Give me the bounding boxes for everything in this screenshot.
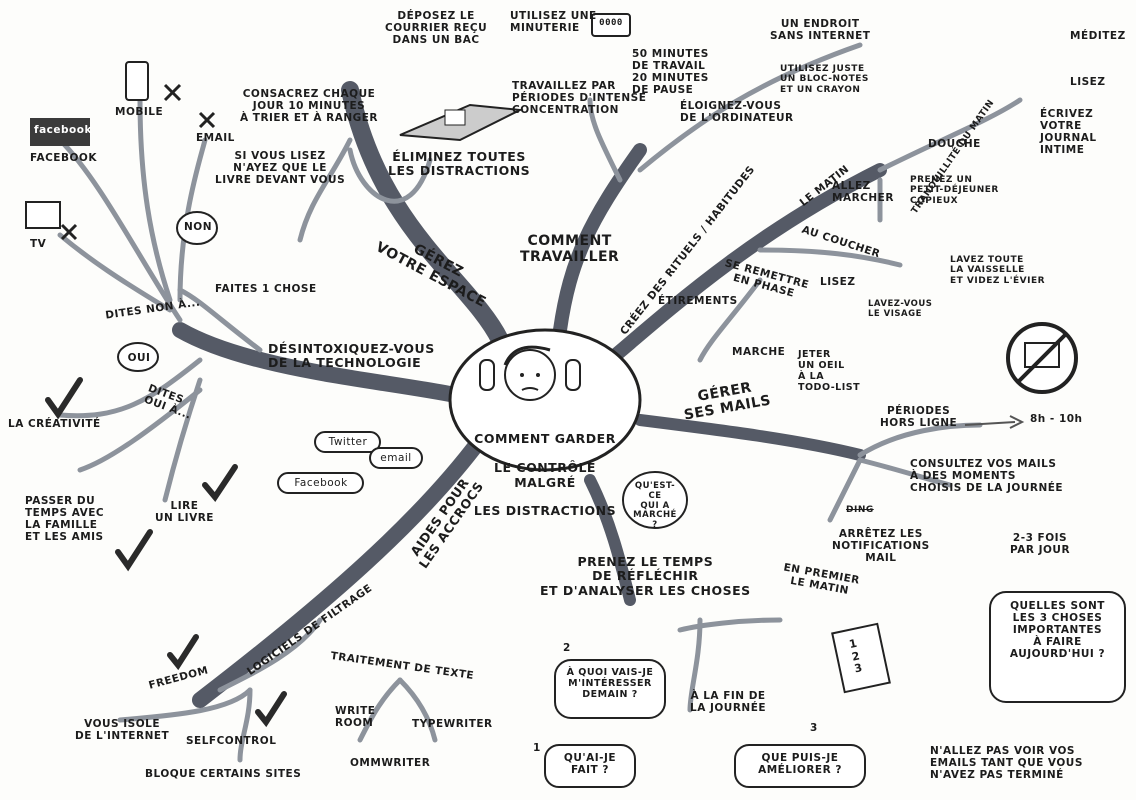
writeroom-label: WRITE ROOM xyxy=(335,705,376,730)
branch-desintox xyxy=(172,322,463,403)
que-puis-bubble: QUE PUIS-JE AMÉLIORER ? xyxy=(758,752,842,777)
faites-note: FAITES 1 CHOSE xyxy=(215,283,317,295)
question-bubble: QU'EST-CE QUI A MARCHÉ ? xyxy=(633,481,677,531)
periodes-label: PÉRIODES HORS LIGNE xyxy=(880,405,958,430)
a-la-fin-label: À LA FIN DE LA JOURNÉE xyxy=(690,690,767,715)
allez-marcher-label: ALLEZ MARCHER xyxy=(832,180,894,205)
marche-label: MARCHE xyxy=(732,346,786,358)
lire-label: LIRE UN LIVRE xyxy=(155,500,214,525)
petit-dej-label: PRENEZ UN PETIT-DÉJEUNER COPIEUX xyxy=(910,175,999,206)
email-label: EMAIL xyxy=(196,132,235,144)
bloc-label: UTILISEZ JUSTE UN BLOC-NOTES ET UN CRAYO… xyxy=(780,64,869,95)
branch-travailler xyxy=(553,143,647,337)
ding-label: DING xyxy=(846,505,874,515)
oui-bubble-text: OUI xyxy=(127,352,151,364)
lisez-coucher-label: LISEZ xyxy=(820,276,856,288)
deposez-note: DÉPOSEZ LE COURRIER REÇU DANS UN BAC xyxy=(385,10,488,47)
facebook-bubble: Facebook xyxy=(294,477,348,489)
branch-aides xyxy=(192,432,488,708)
fois-label: 2-3 FOIS PAR JOUR xyxy=(1010,532,1071,557)
endroit-label: UN ENDROIT SANS INTERNET xyxy=(770,18,871,43)
lisez-label: LISEZ xyxy=(1070,76,1106,88)
arretez-label: ARRÊTEZ LES NOTIFICATIONS MAIL xyxy=(832,528,930,565)
jeter-label: JETER UN OEIL À LA TODO-LIST xyxy=(798,349,861,393)
consultez-label: CONSULTEZ VOS MAILS À DES MOMENTS CHOISI… xyxy=(910,458,1064,495)
facebook-label: FACEBOOK xyxy=(30,152,97,164)
vous-isole-label: VOUS ISOLE DE L'INTERNET xyxy=(75,718,170,743)
horaire-label: 8h - 10h xyxy=(1030,413,1083,425)
phone-icon xyxy=(125,61,149,101)
center-title: COMMENT GARDER LE CONTRÔLE MALGRÉ LES DI… xyxy=(470,418,620,533)
cross-marks xyxy=(60,83,216,241)
ommwriter-label: OMMWRITER xyxy=(350,757,431,769)
nallez-label: N'ALLEZ PAS VOIR VOS EMAILS TANT QUE VOU… xyxy=(930,745,1083,782)
number-2: 2 xyxy=(563,642,571,654)
quelles-bubble: QUELLES SONT LES 3 CHOSES IMPORTANTES À … xyxy=(1009,600,1106,661)
no-computer-sign xyxy=(1006,322,1078,394)
stressed-head-illustration xyxy=(479,345,581,401)
consacrez-note: CONSACREZ CHAQUE JOUR 10 MINUTES À TRIER… xyxy=(240,88,378,125)
branch-reflechir xyxy=(584,474,636,606)
timer-display: 0000 xyxy=(599,18,623,28)
branch-label-reflechir: PRENEZ LE TEMPS DE RÉFLÉCHIR ET D'ANALYS… xyxy=(540,554,751,598)
etirements-label: ÉTIREMENTS xyxy=(658,295,738,307)
quai-je-bubble: QU'AI-JE FAIT ? xyxy=(563,752,617,777)
todo-sheet xyxy=(831,622,891,694)
bloque-label: BLOQUE CERTAINS SITES xyxy=(145,768,302,780)
typewriter-label: TYPEWRITER xyxy=(412,718,493,730)
douche-label: DOUCHE xyxy=(928,138,981,150)
minutes-label: 50 MINUTES DE TRAVAIL 20 MINUTES DE PAUS… xyxy=(632,48,709,97)
branch-label-desintox: DÉSINTOXIQUEZ-VOUS DE LA TECHNOLOGIE xyxy=(268,341,435,371)
email-bubble: email xyxy=(380,452,412,464)
branch-gerez-espace xyxy=(341,81,509,349)
passer-label: PASSER DU TEMPS AVEC LA FAMILLE ET LES A… xyxy=(25,495,105,544)
branch-rituels xyxy=(603,163,887,367)
branch-mails xyxy=(634,414,866,461)
number-1: 1 xyxy=(533,742,541,754)
mail-time-arrow xyxy=(964,421,1016,426)
tv-label: TV xyxy=(30,238,47,250)
center-node xyxy=(448,328,642,472)
facebook-logo: facebook xyxy=(34,124,92,136)
mail-tray-illustration xyxy=(399,103,524,142)
travaillez-label: TRAVAILLEZ PAR PÉRIODES D'INTENSE CONCEN… xyxy=(512,80,647,117)
twitter-bubble: Twitter xyxy=(328,436,368,448)
meditez-label: MÉDITEZ xyxy=(1070,30,1126,42)
center-line-1: COMMENT GARDER xyxy=(474,431,616,447)
lavez-visage-label: LAVEZ-VOUS LE VISAGE xyxy=(868,299,933,319)
checkmarks xyxy=(45,377,287,728)
a-quoi-bubble: À QUOI VAIS-JE M'INTÉRESSER DEMAIN ? xyxy=(566,667,654,700)
mobile-label: MOBILE xyxy=(115,106,164,118)
eloignez-label: ÉLOIGNEZ-VOUS DE L'ORDINATEUR xyxy=(680,100,794,125)
ecrivez-label: ÉCRIVEZ VOTRE JOURNAL INTIME xyxy=(1040,108,1097,157)
eliminez-note: ÉLIMINEZ TOUTES LES DISTRACTIONS xyxy=(388,149,531,179)
creativite-label: LA CRÉATIVITÉ xyxy=(8,418,101,430)
timer-illustration xyxy=(591,13,631,37)
facebook-logo-box xyxy=(30,118,90,146)
non-bubble-text: NON xyxy=(184,221,213,233)
tv-icon xyxy=(25,201,61,229)
selfcontrol-label: SELFCONTROL xyxy=(186,735,277,747)
number-3: 3 xyxy=(810,722,818,734)
speech-bubbles xyxy=(117,211,1126,788)
center-line-2: LE CONTRÔLE MALGRÉ xyxy=(494,460,596,490)
lavez-vaisselle-label: LAVEZ TOUTE LA VAISSELLE ET VIDEZ L'ÉVIE… xyxy=(950,255,1046,286)
branch-label-travailler: COMMENT TRAVAILLER xyxy=(520,233,620,266)
si-vous-lisez-note: SI VOUS LISEZ N'AYEZ QUE LE LIVRE DEVANT… xyxy=(215,150,346,187)
center-line-3: LES DISTRACTIONS xyxy=(473,503,617,519)
minuterie-label: UTILISEZ UNE MINUTERIE xyxy=(510,10,597,35)
